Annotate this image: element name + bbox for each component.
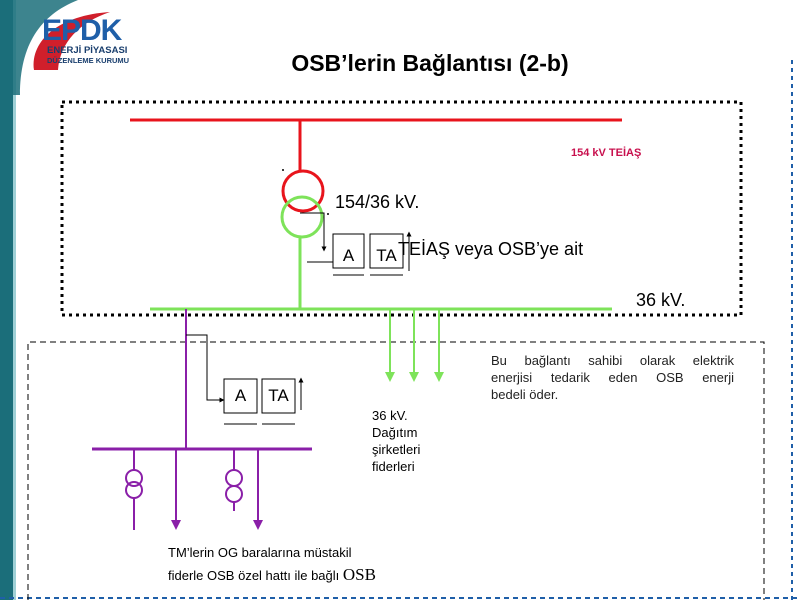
slide-title: OSB’lerin Bağlantısı (2-b): [291, 50, 569, 76]
distribution-feeders: [385, 309, 444, 382]
feeders-label-line: 36 kV.: [372, 408, 408, 423]
transformer-ratio-label: 154/36 kV.: [335, 192, 420, 212]
feeders-label-line: Dağıtım: [372, 425, 418, 440]
upper-ct-label: TA: [376, 246, 397, 265]
ownership-label: TEİAŞ veya OSB’ye ait: [398, 239, 584, 259]
billing-note-line: bedeli öder.: [491, 387, 559, 402]
lower-ct-box: [261, 378, 296, 414]
bus-36kv-label: 36 kV.: [636, 290, 686, 310]
epdk-logo: EPDK ENERJİ PİYASASI DÜZENLEME KURUMU: [33, 12, 129, 70]
bottom-caption-osb: OSB: [342, 565, 376, 584]
upper-ct-box: [369, 233, 404, 269]
upper-ammeter-label: A: [342, 246, 355, 265]
logo-wordmark: EPDK: [42, 14, 123, 47]
lower-metering: [186, 334, 304, 425]
feeders-label-line: fiderleri: [372, 459, 415, 474]
lower-ammeter-label: A: [234, 386, 247, 405]
logo-line1: ENERJİ PİYASASI: [47, 45, 127, 56]
lower-ct-label: TA: [268, 386, 289, 405]
upper-metering: [300, 212, 412, 276]
bottom-caption-line1: TM’lerin OG baralarına müstakil: [168, 545, 352, 560]
upper-ammeter-box: [332, 233, 365, 269]
osb-feeders: [125, 449, 263, 530]
bus-154kv-label: 154 kV TEİAŞ: [571, 147, 642, 159]
distribution-feeders-label: 36 kV. Dağıtım şirketleri fiderleri: [372, 407, 452, 475]
billing-note: Bu bağlantı sahibi olarak elektrik enerj…: [491, 352, 734, 403]
bottom-caption: TM’lerin OG baralarına müstakil fiderle …: [168, 542, 468, 587]
lower-ammeter-box: [223, 378, 258, 414]
transformer-secondary-winding: [280, 195, 324, 239]
feeders-label-line: şirketleri: [372, 442, 421, 457]
billing-note-line: enerjisi tedarik eden OSB enerji: [491, 370, 734, 385]
transformer-primary-winding: [281, 169, 325, 213]
substation-enclosure: [60, 100, 743, 317]
billing-note-line: Bu bağlantı sahibi olarak elektrik: [491, 353, 734, 368]
osb-enclosure: [27, 341, 765, 600]
bottom-caption-line2: fiderle OSB özel hattı ile bağlı OSB: [168, 565, 376, 584]
logo-line2: DÜZENLEME KURUMU: [47, 56, 129, 65]
